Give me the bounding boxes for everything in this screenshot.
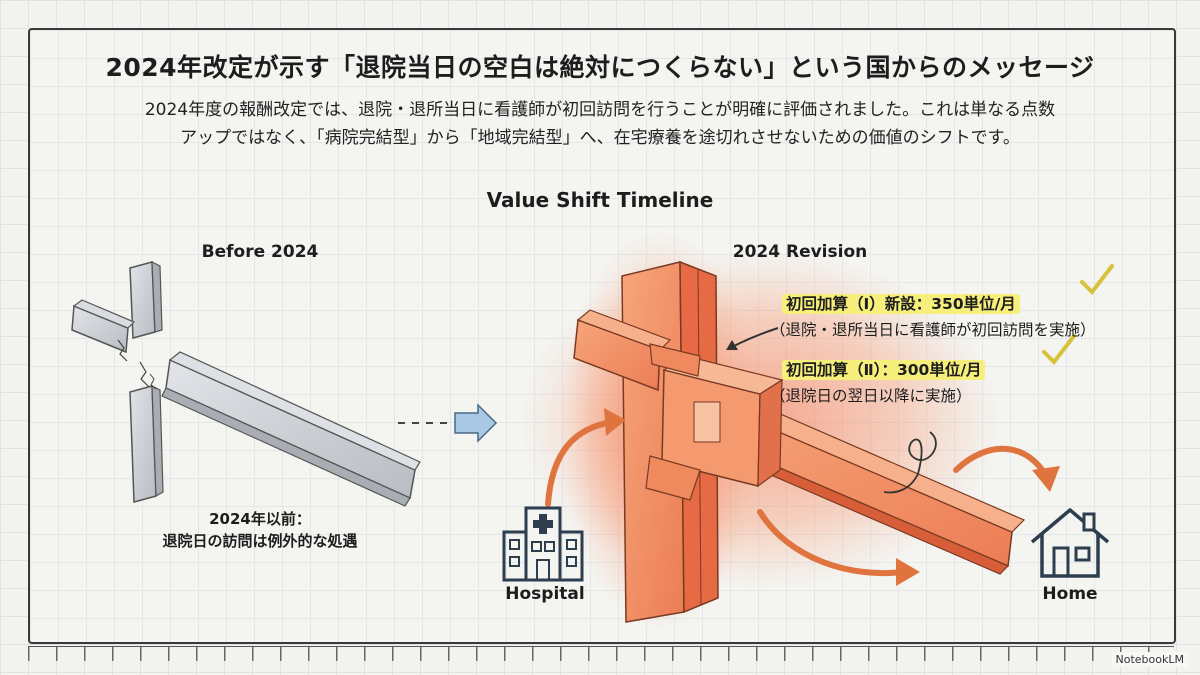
transition-arrow-icon (454, 403, 498, 443)
reinforced-beam-joint (520, 230, 1026, 630)
note-1-detail: （退院・退所当日に看護師が初回訪問を実施） (770, 321, 1096, 339)
beam-to-home-arrow (953, 445, 1049, 479)
subtitle: 2024年度の報酬改定では、退院・退所当日に看護師が初回訪問を行うことが明確に評… (70, 96, 1130, 152)
hospital-label: Hospital (505, 584, 585, 604)
subtitle-line-1: 2024年度の報酬改定では、退院・退所当日に看護師が初回訪問を行うことが明確に評… (144, 100, 1056, 120)
hospital-to-joint-arrow (545, 419, 615, 507)
before-caption-line-1: 2024年以前： (209, 510, 311, 528)
before-caption-line-2: 退院日の訪問は例外的な処遇 (162, 532, 358, 550)
note-1-title: 初回加算（Ⅰ）新設：350単位/月 (782, 294, 1020, 314)
before-caption: 2024年以前： 退院日の訪問は例外的な処遇 (130, 508, 390, 552)
brand-watermark: NotebookLM (1111, 652, 1188, 667)
before-label: Before 2024 (201, 242, 319, 262)
broken-beam-joint (71, 261, 421, 507)
page-title: 2024年改定が示す「退院当日の空白は絶対につくらない」という国からのメッセージ (105, 53, 1095, 82)
revision-label: 2024 Revision (732, 242, 868, 262)
home-label: Home (1042, 584, 1098, 604)
checkmark-icon (1042, 334, 1076, 366)
note-initial-addition-1: 初回加算（Ⅰ）新設：350単位/月 (782, 292, 1020, 314)
hospital-icon (502, 506, 584, 582)
joint-to-home-arrow (757, 509, 905, 577)
note-2-detail: （退院日の翌日以降に実施） (770, 387, 972, 405)
timeline-title: Value Shift Timeline (486, 188, 714, 212)
checkmark-icon (1080, 264, 1114, 296)
bottom-ruler (28, 646, 1174, 661)
note-2-title: 初回加算（Ⅱ）：300単位/月 (782, 360, 986, 380)
note-initial-addition-2: 初回加算（Ⅱ）：300単位/月 (782, 358, 986, 380)
subtitle-line-2: アップではなく、「病院完結型」から「地域完結型」へ、在宅療養を途切れさせないため… (180, 128, 1020, 148)
home-icon (1030, 508, 1110, 578)
